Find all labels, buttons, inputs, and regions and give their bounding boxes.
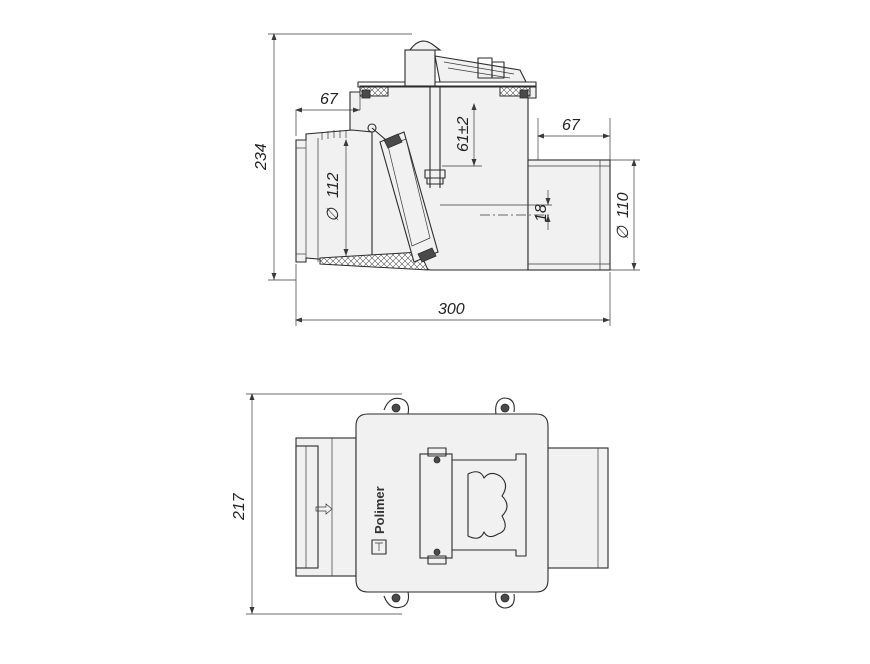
dim-300-label: 300 <box>438 301 465 318</box>
dim-inlet-67: 67 <box>295 91 361 136</box>
dim-offset-18: 18 <box>533 190 551 230</box>
dim-height-234: 234 <box>253 33 412 281</box>
brand-logo: Polimer <box>371 486 387 555</box>
side-view: 234 67 67 61±2 18 <box>253 33 640 326</box>
dim-234-label: 234 <box>253 143 270 171</box>
dim-110-label: 110 <box>615 192 632 218</box>
top-view: Polimer 217 <box>231 393 609 615</box>
dim-67-inlet-label: 67 <box>320 91 339 108</box>
dim-outlet-diameter: ∅ 110 <box>610 159 640 271</box>
dim-outlet-67: 67 <box>537 117 611 160</box>
dim-inlet-diameter: ∅ 112 <box>325 139 349 256</box>
dim-flap-travel: 61±2 <box>442 103 482 167</box>
dim-112-label: 112 <box>325 172 342 198</box>
dim-width-217: 217 <box>231 393 402 615</box>
corner-bolts <box>383 397 515 609</box>
hatched-wall-bottom <box>319 251 429 271</box>
check-flap <box>367 123 439 263</box>
flow-direction-arrow-icon <box>315 503 333 515</box>
top-lever <box>419 447 527 565</box>
dim-217-label: 217 <box>231 492 248 521</box>
dim-18-label: 18 <box>533 204 550 222</box>
brand-text: Polimer <box>372 486 387 534</box>
phi-icon-inlet: ∅ <box>325 207 342 222</box>
phi-icon-outlet: ∅ <box>615 225 632 240</box>
dim-total-300: 300 <box>295 264 611 326</box>
dim-67-outlet-label: 67 <box>562 117 581 134</box>
top-outlet-pipe <box>545 447 609 569</box>
dim-61-label: 61±2 <box>455 116 472 152</box>
lever-handle <box>404 40 527 87</box>
